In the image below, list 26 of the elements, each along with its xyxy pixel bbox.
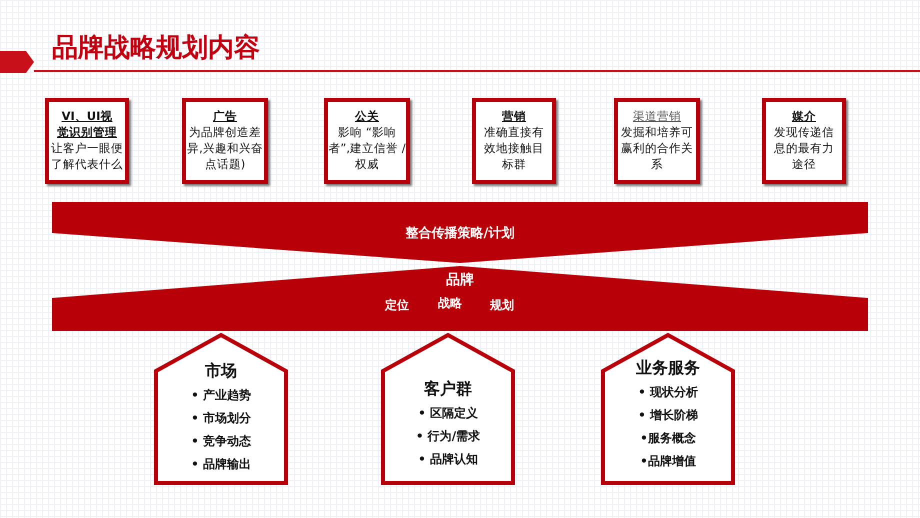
list-item: • 品牌输出 (190, 456, 252, 473)
list-item: • 增长阶梯 (637, 407, 699, 424)
list-item: • 区隔定义 (417, 405, 479, 422)
band-text: 品牌 (445, 271, 475, 289)
text-card: 广告 为品牌创造差异,兴趣和兴奋点话题) (182, 98, 268, 184)
list-item: • 竞争动态 (190, 433, 252, 450)
list-item: •服务概念 (639, 430, 697, 447)
list-item: • 产业趋势 (190, 387, 252, 404)
text-card: 公关 影响 “影响者”,建立信誉 / 权威 (324, 98, 410, 184)
list-item: • 现状分析 (637, 384, 699, 401)
band-text: 战略 (437, 295, 463, 312)
list-item: • 行为/需求 (414, 428, 482, 445)
list-item: • 品牌认知 (417, 451, 479, 468)
title: 品牌战略规划内容 (52, 32, 261, 65)
band-text: 规划 (488, 297, 515, 314)
house-title: 市场 (204, 360, 238, 382)
text-card: 媒介 发现传递信息的最有力途径 (762, 98, 846, 184)
house-title: 业务服务 (635, 357, 701, 379)
band-text: 整合传播策略/计划 (404, 225, 516, 242)
list-item: •品牌增值 (639, 453, 697, 470)
text-card: 营销 准确直接有效地接触目标群 (472, 98, 556, 184)
text-card: 渠道营销 发掘和培养可赢利的合作关系 (614, 98, 700, 184)
band-text: 定位 (384, 297, 410, 314)
house-title: 客户群 (423, 378, 473, 400)
text-card: VI、UI视觉识别管理 让客户一眼便了解代表什么 (45, 98, 129, 184)
list-item: • 市场划分 (190, 410, 252, 427)
